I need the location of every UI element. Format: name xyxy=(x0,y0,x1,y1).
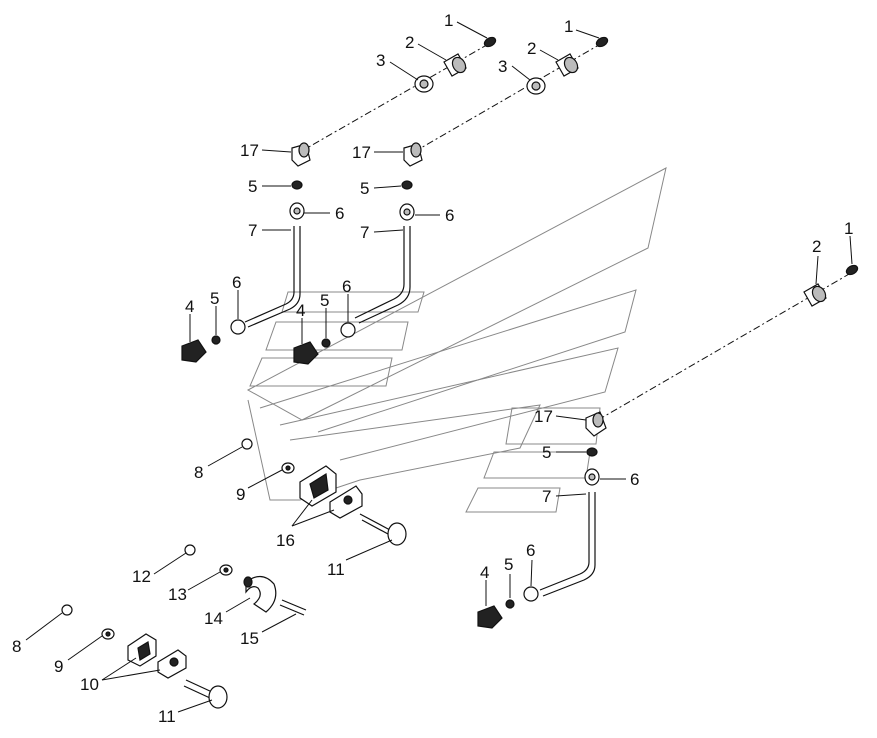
label-5-c-top: 5 xyxy=(542,443,551,462)
clamp-group-upper xyxy=(241,438,407,546)
label-17-b: 17 xyxy=(352,143,371,162)
label-15: 15 xyxy=(240,629,259,648)
label-6-b-bottom: 6 xyxy=(342,277,351,296)
label-11-upper: 11 xyxy=(327,560,345,579)
clamp-group-middle xyxy=(184,544,307,616)
part-8-lower xyxy=(61,604,73,616)
part-9-upper xyxy=(281,462,295,474)
label-11-lower: 11 xyxy=(158,707,176,726)
part-2-c xyxy=(803,283,827,307)
label-2-c: 2 xyxy=(812,237,821,256)
label-10: 10 xyxy=(80,675,99,694)
part-6-a-top xyxy=(289,202,305,220)
label-7-c: 7 xyxy=(542,487,551,506)
assembly-left-top xyxy=(181,36,497,363)
part-6-a-bottom xyxy=(230,319,246,335)
part-8-upper xyxy=(241,438,253,450)
part-15-bolt xyxy=(279,599,307,616)
label-5-b-top: 5 xyxy=(360,179,369,198)
label-5-a-top: 5 xyxy=(248,177,257,196)
label-7-b: 7 xyxy=(360,223,369,242)
part-7-a xyxy=(244,226,301,328)
part-5-b-bottom xyxy=(321,338,331,348)
label-12: 12 xyxy=(132,567,151,586)
part-2-a xyxy=(443,53,467,77)
part-5-c-top xyxy=(586,447,598,457)
part-4-c xyxy=(477,605,503,629)
assembly-right-lower xyxy=(477,264,859,629)
label-3-a: 3 xyxy=(376,51,385,70)
label-4-b: 4 xyxy=(296,301,305,320)
part-5-a-top xyxy=(291,180,303,190)
part-6-b-bottom xyxy=(340,322,356,338)
label-17-c: 17 xyxy=(534,407,553,426)
part-5-a-bottom xyxy=(211,335,221,345)
label-8-lower: 8 xyxy=(12,637,21,656)
part-2-b xyxy=(555,53,579,77)
part-11-bolt-upper xyxy=(359,513,407,546)
part-5-c-bottom xyxy=(505,599,515,609)
label-17-a: 17 xyxy=(240,141,259,160)
part-17-c xyxy=(585,411,607,437)
part-1-a xyxy=(483,36,497,48)
label-9-lower: 9 xyxy=(54,657,63,676)
label-5-a-bottom: 5 xyxy=(210,289,219,308)
part-11-bolt-lower xyxy=(183,679,228,709)
label-14: 14 xyxy=(204,609,223,628)
part-12 xyxy=(184,544,196,556)
part-16-clamp-b xyxy=(329,485,363,519)
label-2-b: 2 xyxy=(527,39,536,58)
label-6-a-top: 6 xyxy=(335,204,344,223)
part-3-b xyxy=(526,77,546,95)
part-5-b-top xyxy=(401,180,413,190)
leader-lines xyxy=(25,21,853,713)
label-6-a-bottom: 6 xyxy=(232,273,241,292)
part-4-b xyxy=(293,341,319,365)
label-3-b: 3 xyxy=(498,57,507,76)
panel-outline xyxy=(246,167,667,513)
part-1-c xyxy=(845,264,859,276)
label-6-c-top: 6 xyxy=(630,470,639,489)
label-9-upper: 9 xyxy=(236,485,245,504)
label-6-c-bottom: 6 xyxy=(526,541,535,560)
label-4-a: 4 xyxy=(185,297,194,316)
part-9-lower xyxy=(101,628,115,640)
label-7-a: 7 xyxy=(248,221,257,240)
part-1-b xyxy=(595,36,609,48)
label-1-b: 1 xyxy=(564,17,573,36)
part-7-b xyxy=(354,226,411,324)
part-4-a xyxy=(181,339,207,363)
part-14-clamp xyxy=(243,575,277,613)
clamp-group-lower xyxy=(61,604,228,709)
label-2-a: 2 xyxy=(405,33,414,52)
label-16: 16 xyxy=(276,531,295,550)
callout-labels: 1 2 3 17 5 6 7 6 5 4 1 2 3 17 5 6 7 6 5 … xyxy=(12,11,853,726)
part-17-a xyxy=(291,142,311,167)
label-1-c: 1 xyxy=(844,219,853,238)
label-13: 13 xyxy=(168,585,187,604)
part-17-b xyxy=(403,142,423,167)
part-10-clamp-a xyxy=(127,633,157,667)
part-7-c xyxy=(539,492,596,597)
label-5-b-bottom: 5 xyxy=(320,291,329,310)
part-6-b-top xyxy=(399,203,415,221)
part-16-clamp-a xyxy=(299,465,337,507)
label-5-c-bottom: 5 xyxy=(504,555,513,574)
label-4-c: 4 xyxy=(480,563,489,582)
label-8-upper: 8 xyxy=(194,463,203,482)
part-6-c-bottom xyxy=(523,586,539,602)
label-6-b-top: 6 xyxy=(445,206,454,225)
part-13 xyxy=(219,564,233,576)
assembly-right-top xyxy=(293,36,609,365)
part-10-clamp-b xyxy=(157,649,187,679)
part-3-a xyxy=(414,75,434,93)
part-6-c-top xyxy=(584,468,600,486)
label-1-a: 1 xyxy=(444,11,453,30)
